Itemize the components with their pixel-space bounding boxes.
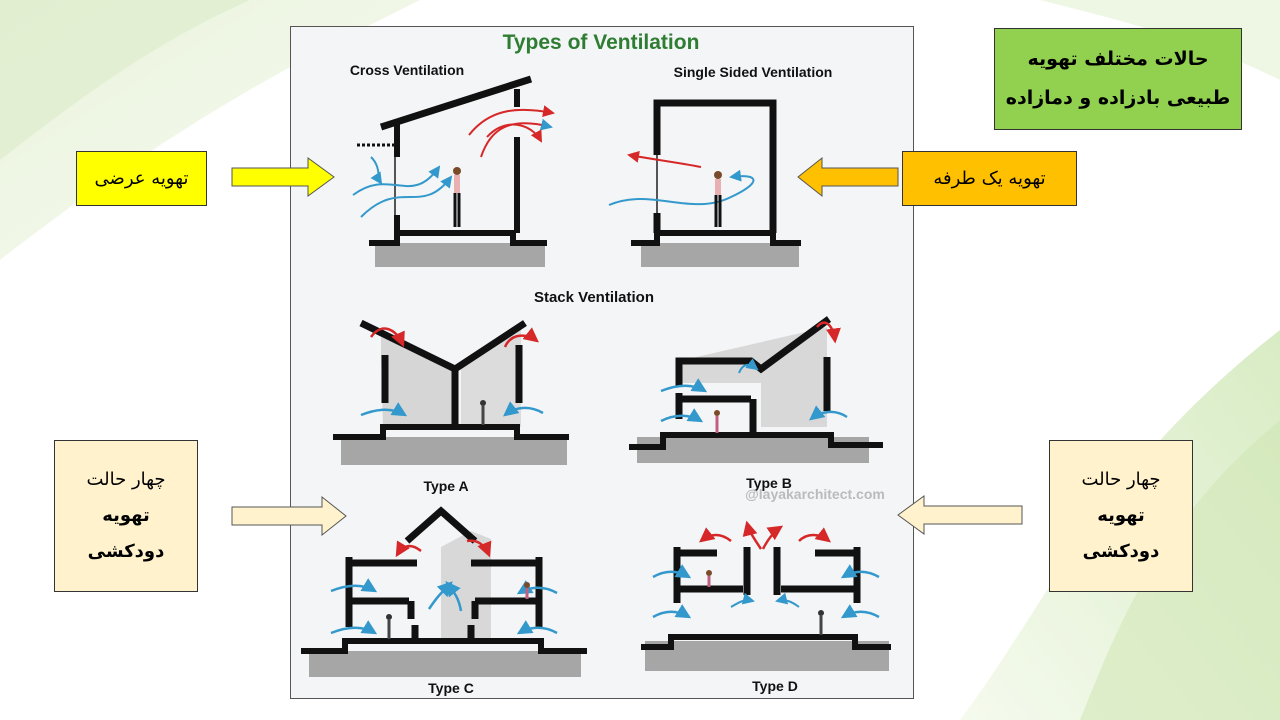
cross-ventilation-label: Cross Ventilation — [350, 62, 464, 78]
type-c-label: Type C — [428, 680, 474, 696]
stack-note-left: چهار حالت تهویه دودکشی — [54, 440, 198, 592]
single-sided-house — [608, 99, 801, 267]
stack-type-c: Type C — [301, 506, 587, 696]
stack-note-right-line2: تهویه — [1097, 505, 1145, 526]
stack-type-d: Type D — [641, 520, 891, 694]
single-sided-label: Single Sided Ventilation — [674, 64, 833, 80]
cross-pointer-arrow — [231, 157, 335, 197]
stack-ventilation-label: Stack Ventilation — [534, 289, 654, 306]
stack-note-right-line1: چهار حالت — [1081, 469, 1161, 490]
stack-right-pointer-arrow — [897, 495, 1023, 535]
cross-ventilation-note-text: تهویه عرضی — [94, 168, 189, 189]
watermark: @layakarchitect.com — [745, 486, 885, 502]
ventilation-diagram: Types of Ventilation Cross Ventilation S… — [290, 26, 914, 699]
stack-left-pointer-arrow — [231, 495, 347, 537]
stack-note-left-line2: تهویه — [102, 505, 150, 526]
stack-note-left-line1: چهار حالت — [86, 469, 166, 490]
stack-note-right: چهار حالت تهویه دودکشی — [1049, 440, 1193, 592]
stack-type-b: Type B — [629, 316, 883, 491]
main-title-line2: طبیعی بادزاده و دمازاده — [1005, 87, 1231, 109]
cross-ventilation-house — [352, 75, 555, 267]
single-sided-note-text: تهویه یک طرفه — [933, 168, 1046, 189]
main-title-box: حالات مختلف تهویه طبیعی بادزاده و دمازاد… — [994, 28, 1242, 130]
type-b-label: Type B — [746, 475, 792, 491]
stack-note-left-line3: دودکشی — [87, 541, 165, 562]
diagram-title: Types of Ventilation — [503, 31, 700, 54]
stack-type-a: Type A — [333, 319, 569, 494]
main-title-line1: حالات مختلف تهویه — [1027, 48, 1209, 70]
single-sided-note: تهویه یک طرفه — [902, 151, 1077, 206]
single-pointer-arrow — [797, 156, 899, 198]
stack-note-right-line3: دودکشی — [1082, 541, 1160, 562]
cross-ventilation-note: تهویه عرضی — [76, 151, 207, 206]
type-a-label: Type A — [423, 478, 468, 494]
type-d-label: Type D — [752, 678, 798, 694]
